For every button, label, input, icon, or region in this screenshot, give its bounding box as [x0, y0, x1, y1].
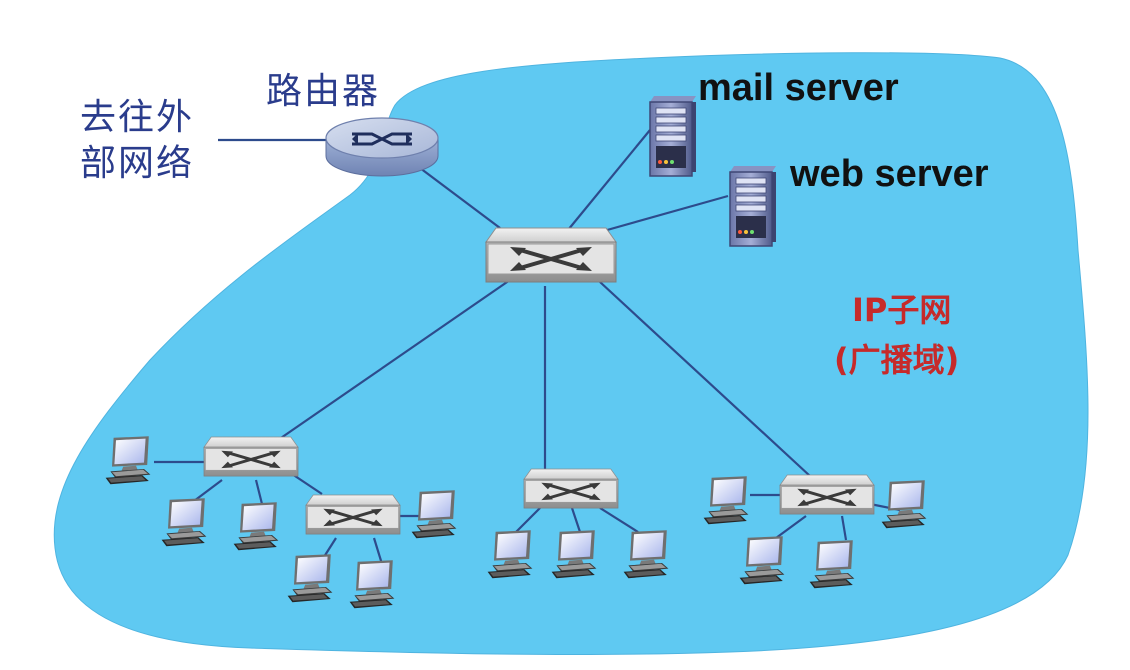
web-server-label: web server	[790, 153, 989, 195]
mail-server-icon	[649, 95, 697, 177]
router-icon	[325, 117, 439, 177]
core-right-switch-link	[599, 281, 811, 477]
host-link	[775, 515, 807, 539]
host-link	[599, 507, 639, 533]
core-switch-icon	[484, 226, 618, 284]
mail-server-link	[567, 129, 651, 231]
switch-icon	[522, 467, 620, 510]
router-label: 路由器	[266, 71, 381, 112]
host-link	[372, 537, 384, 565]
external-network-label-line1: 去往外	[80, 97, 195, 138]
core-left-switch-link	[277, 279, 511, 441]
host-link	[570, 507, 582, 533]
router-switch-link	[419, 167, 501, 229]
broadcast-domain-label: (广播域)	[834, 341, 960, 379]
web-server-icon	[729, 165, 777, 247]
ip-subnet-label: IP子网	[852, 291, 952, 329]
host-link	[840, 515, 848, 541]
mail-server-label: mail server	[698, 67, 899, 109]
host-link	[254, 479, 264, 505]
switch-icon	[304, 493, 402, 536]
external-network-label-line2: 部网络	[80, 143, 195, 184]
switch-icon	[778, 473, 876, 516]
switch-icon	[202, 435, 300, 478]
host-link	[515, 507, 541, 533]
web-server-link	[599, 194, 729, 234]
